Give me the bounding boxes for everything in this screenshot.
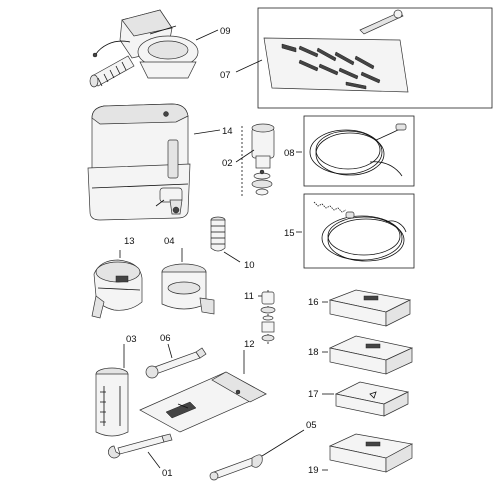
- part-15-frame: [303, 193, 415, 269]
- callout-01: 01: [162, 468, 173, 479]
- part-08-frame: [303, 115, 415, 187]
- part-17-manual: [334, 381, 410, 417]
- callout-08: 08: [284, 148, 295, 159]
- callout-03: 03: [126, 334, 137, 345]
- part-02-valve-assembly: [241, 123, 275, 196]
- part-04-adapter-cup: [161, 263, 215, 315]
- callout-17: 17: [308, 389, 319, 400]
- callout-19: 19: [308, 465, 319, 476]
- callout-07: 07: [220, 70, 231, 81]
- part-13-cover: [91, 259, 143, 319]
- part-05-hook-spanner: [209, 454, 263, 481]
- part-10-strainer: [210, 216, 226, 252]
- part-12-document-folder: [139, 371, 267, 433]
- callout-16: 16: [308, 297, 319, 308]
- part-11-fitting-stack: [260, 290, 276, 346]
- part-09-pump-assembly: [89, 9, 199, 88]
- part-03-cylinder-cup: [95, 367, 129, 437]
- callout-06: 06: [160, 333, 171, 344]
- part-14-tank: [87, 103, 191, 221]
- callout-13: 13: [124, 236, 135, 247]
- part-07-wrench-set: [263, 9, 409, 93]
- callout-12: 12: [244, 339, 255, 350]
- callout-05: 05: [306, 420, 317, 431]
- part-15-hose-with-chain: [313, 201, 407, 262]
- part-07-frame: [257, 7, 493, 109]
- callout-02: 02: [222, 158, 233, 169]
- callout-15: 15: [284, 228, 295, 239]
- callout-10: 10: [244, 260, 255, 271]
- callout-18: 18: [308, 347, 319, 358]
- part-19-manual: [328, 433, 414, 473]
- callout-09: 09: [220, 26, 231, 37]
- part-01-wrench: [108, 433, 173, 459]
- callout-14: 14: [222, 126, 233, 137]
- part-18-manual: [328, 335, 414, 375]
- part-16-manual: [328, 289, 412, 327]
- callout-04: 04: [164, 236, 175, 247]
- part-06-spanner: [145, 347, 207, 379]
- part-08-hose: [309, 123, 407, 177]
- callout-11: 11: [244, 291, 254, 302]
